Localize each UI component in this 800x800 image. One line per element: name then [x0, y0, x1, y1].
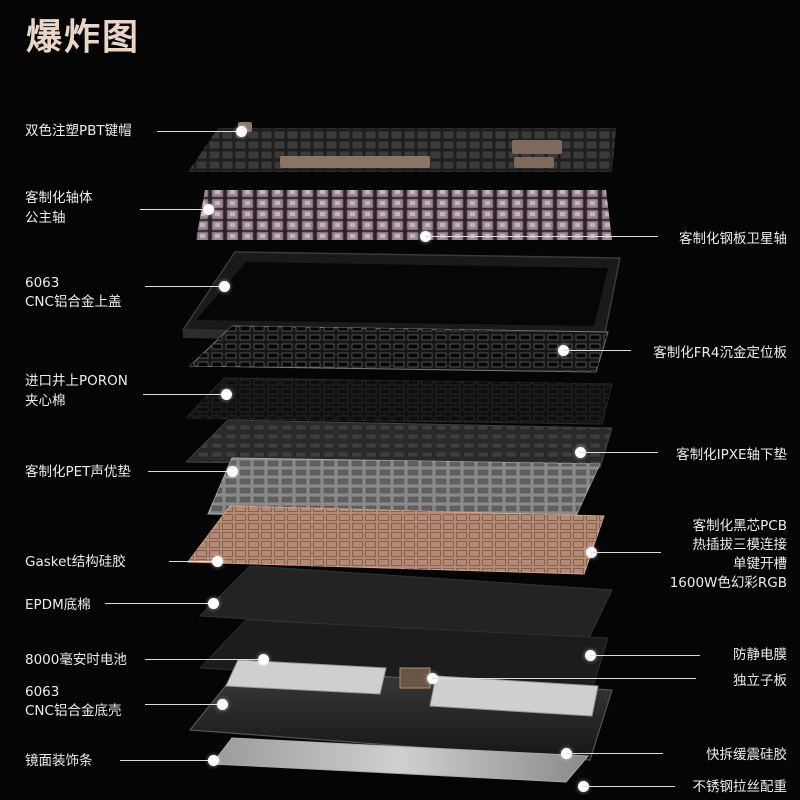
poron-layer	[184, 377, 613, 425]
leader-mirror	[120, 760, 213, 761]
bottom-case-layer	[188, 659, 613, 761]
leader-pcb	[591, 552, 661, 553]
label-mirror: 镜面装饰条	[25, 753, 93, 769]
label-epdm: EPDM底棉	[25, 597, 91, 613]
switches-layer	[196, 190, 612, 240]
leader-bottom	[145, 704, 222, 705]
keycaps-layer	[188, 122, 616, 172]
leader-feet	[566, 753, 663, 754]
pcb-layer	[187, 505, 605, 575]
label-pet: 客制化PET声优垫	[25, 464, 131, 480]
plate-layer	[188, 325, 609, 373]
label-feet: 快拆缓震硅胶	[706, 747, 787, 763]
label-switch-line1: 客制化轴体	[25, 190, 93, 206]
pointer-dot	[202, 203, 214, 215]
label-weight: 不锈钢拉丝配重	[692, 779, 788, 795]
pet-layer	[207, 457, 601, 521]
pointer-dot	[216, 698, 228, 710]
label-poron-line2: 夹心棉	[25, 393, 66, 409]
leader-stabilizer	[425, 236, 658, 237]
pointer-dot	[207, 754, 219, 766]
label-pcb-line3: 单键开槽	[733, 556, 787, 572]
label-switch-line2: 公主轴	[25, 210, 66, 226]
leader-poron	[143, 394, 226, 395]
leader-keycaps	[157, 131, 241, 132]
label-pcb-line4: 1600W色幻彩RGB	[669, 575, 787, 591]
leader-gasket	[169, 561, 217, 562]
pointer-dot	[218, 280, 230, 292]
label-bottom-line1: 6063	[25, 684, 60, 700]
pointer-dot	[226, 465, 238, 477]
leader-antistatic	[590, 655, 700, 656]
label-bottom-line2: CNC铝合金底壳	[25, 703, 122, 719]
page-title: 爆炸图	[26, 17, 141, 58]
leader-epdm	[105, 603, 213, 604]
battery-block	[225, 659, 387, 695]
label-plate: 客制化FR4沉金定位板	[653, 345, 787, 361]
daughterboard-block	[399, 667, 431, 689]
label-stabilizer: 客制化钢板卫星轴	[679, 231, 787, 247]
spacebar-keycap	[280, 156, 430, 168]
pointer-dot	[220, 388, 232, 400]
pointer-dot	[257, 653, 269, 665]
ixpe-layer	[184, 419, 613, 469]
label-topcase-line2: CNC铝合金上盖	[25, 294, 122, 310]
label-antistatic: 防静电膜	[733, 647, 787, 663]
leader-ixpe	[580, 452, 658, 453]
label-pcb-line2: 热插拔三模连接	[692, 537, 788, 553]
label-ixpe: 客制化IPXE轴下垫	[676, 447, 787, 463]
leader-plate	[563, 350, 631, 351]
leader-battery	[145, 659, 263, 660]
leader-topcase	[145, 286, 224, 287]
label-pcb-line1: 客制化黑芯PCB	[692, 518, 787, 534]
leader-daughterboard	[432, 678, 696, 679]
leader-switch	[140, 209, 208, 210]
pointer-dot	[207, 597, 219, 609]
pointer-dot	[235, 125, 247, 137]
label-topcase-line1: 6063	[25, 275, 60, 291]
label-battery: 8000毫安时电池	[25, 652, 127, 668]
top-case-layer	[181, 251, 621, 346]
label-gasket: Gasket结构硅胶	[25, 554, 126, 570]
leader-weight	[583, 786, 675, 787]
label-daughterboard: 独立子板	[733, 673, 787, 689]
label-keycaps: 双色注塑PBT键帽	[25, 123, 132, 139]
pointer-dot	[211, 555, 223, 567]
label-poron-line1: 进口井上PORON	[25, 373, 128, 389]
leader-pet	[148, 471, 232, 472]
mirror-strip-layer	[211, 737, 590, 783]
